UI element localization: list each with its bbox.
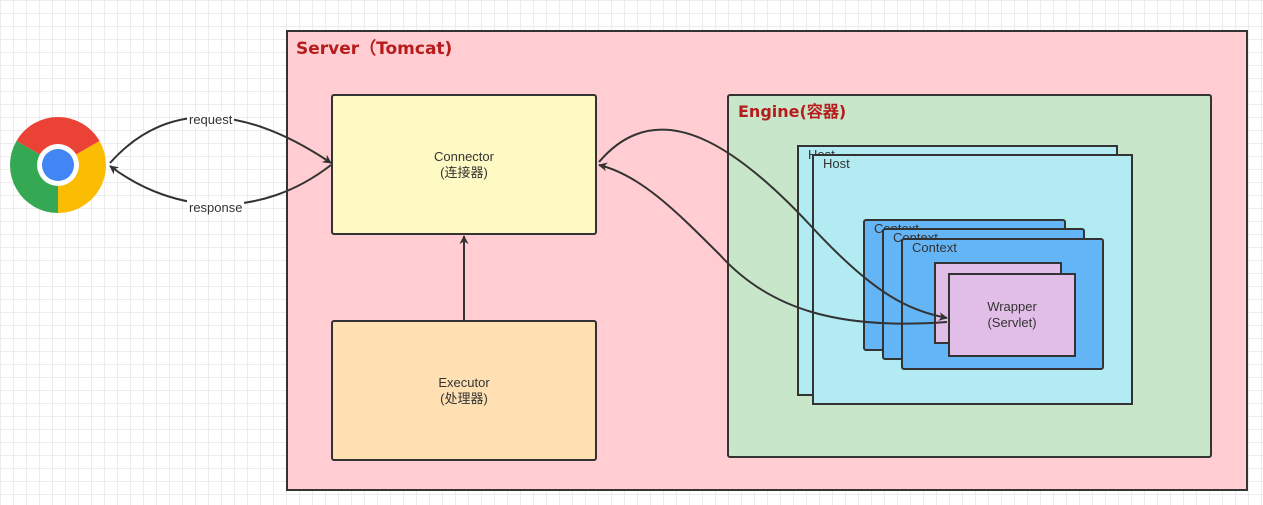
wrapper-sub: (Servlet) [987,315,1037,330]
context-label: Context [912,240,957,255]
connector-sub: (连接器) [440,164,488,180]
executor-name: Executor [438,374,490,390]
host-label: Host [823,156,850,171]
chrome-icon[interactable] [8,115,108,215]
connector-name: Connector [434,148,494,164]
wrapper-name: Wrapper [987,299,1037,314]
connector-box[interactable]: Connector (连接器) [331,94,597,235]
server-title: Server（Tomcat) [296,39,453,59]
wrapper-to-connector-arrow [598,162,948,325]
connector-to-wrapper-arrow [598,128,948,321]
engine-title: Engine(容器) [738,102,847,121]
executor-sub: (处理器) [440,390,488,406]
wrapper-box[interactable]: Wrapper (Servlet) [948,273,1076,357]
request-label: request [187,112,235,127]
response-label: response [187,200,245,215]
response-arrow [109,164,332,206]
executor-box[interactable]: Executor (处理器) [331,320,597,461]
